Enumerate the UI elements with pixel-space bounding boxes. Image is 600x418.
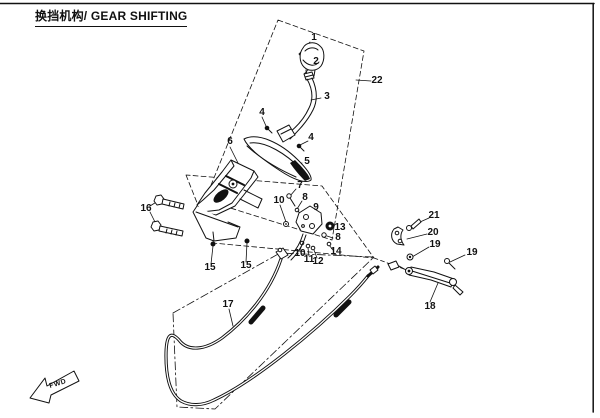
page-title: 换挡机构/ GEAR SHIFTING xyxy=(35,7,188,27)
cable-region-outline xyxy=(172,252,375,410)
part-callout-6: 6 xyxy=(227,136,233,147)
part-callout-14: 14 xyxy=(330,246,342,257)
cable-part-17 xyxy=(164,247,407,407)
bolt-part-4 xyxy=(264,125,305,152)
part-callout-21: 21 xyxy=(428,210,440,221)
hardware-cluster-parts-7-14 xyxy=(283,193,335,261)
part-callout-17: 17 xyxy=(222,299,234,310)
part-callout-22: 22 xyxy=(371,75,383,86)
region-22-outline xyxy=(204,19,365,241)
part-callout-16: 16 xyxy=(140,203,152,214)
part-callout-10: 10 xyxy=(273,195,285,206)
page-border xyxy=(0,2,595,413)
part-callout-15: 15 xyxy=(204,262,216,273)
part-callout-3: 3 xyxy=(324,91,330,102)
part-callout-4: 4 xyxy=(308,132,314,143)
part-callout-12: 12 xyxy=(312,256,324,267)
bolt-part-16 xyxy=(150,194,185,237)
fwd-arrow-label: FWD xyxy=(49,378,68,390)
part-callout-1: 1 xyxy=(311,32,317,43)
nut-part-15 xyxy=(210,238,250,247)
part-callout-8: 8 xyxy=(335,232,341,243)
part-callout-2: 2 xyxy=(313,56,319,67)
part-callout-13: 13 xyxy=(334,222,346,233)
part-callout-15: 15 xyxy=(240,260,252,271)
boot-part-5 xyxy=(243,136,312,183)
part-callout-4: 4 xyxy=(259,107,265,118)
part-callout-11: 11 xyxy=(303,254,315,265)
part-callout-7: 7 xyxy=(297,180,303,191)
part-callout-10: 10 xyxy=(294,248,306,259)
part-callout-20: 20 xyxy=(427,227,439,238)
lever-linkage-parts-18-21 xyxy=(391,218,464,296)
part-callout-18: 18 xyxy=(424,301,436,312)
part-callout-8: 8 xyxy=(302,192,308,203)
shift-knob-part-1 xyxy=(299,42,325,77)
fwd-arrow: FWD xyxy=(29,370,80,404)
part-callout-19: 19 xyxy=(429,239,441,250)
part-callout-9: 9 xyxy=(313,202,319,213)
shift-lever-part-3 xyxy=(276,77,317,143)
part-callout-5: 5 xyxy=(304,156,310,167)
bracket-part-6 xyxy=(192,159,263,242)
part-callout-19: 19 xyxy=(466,247,478,258)
